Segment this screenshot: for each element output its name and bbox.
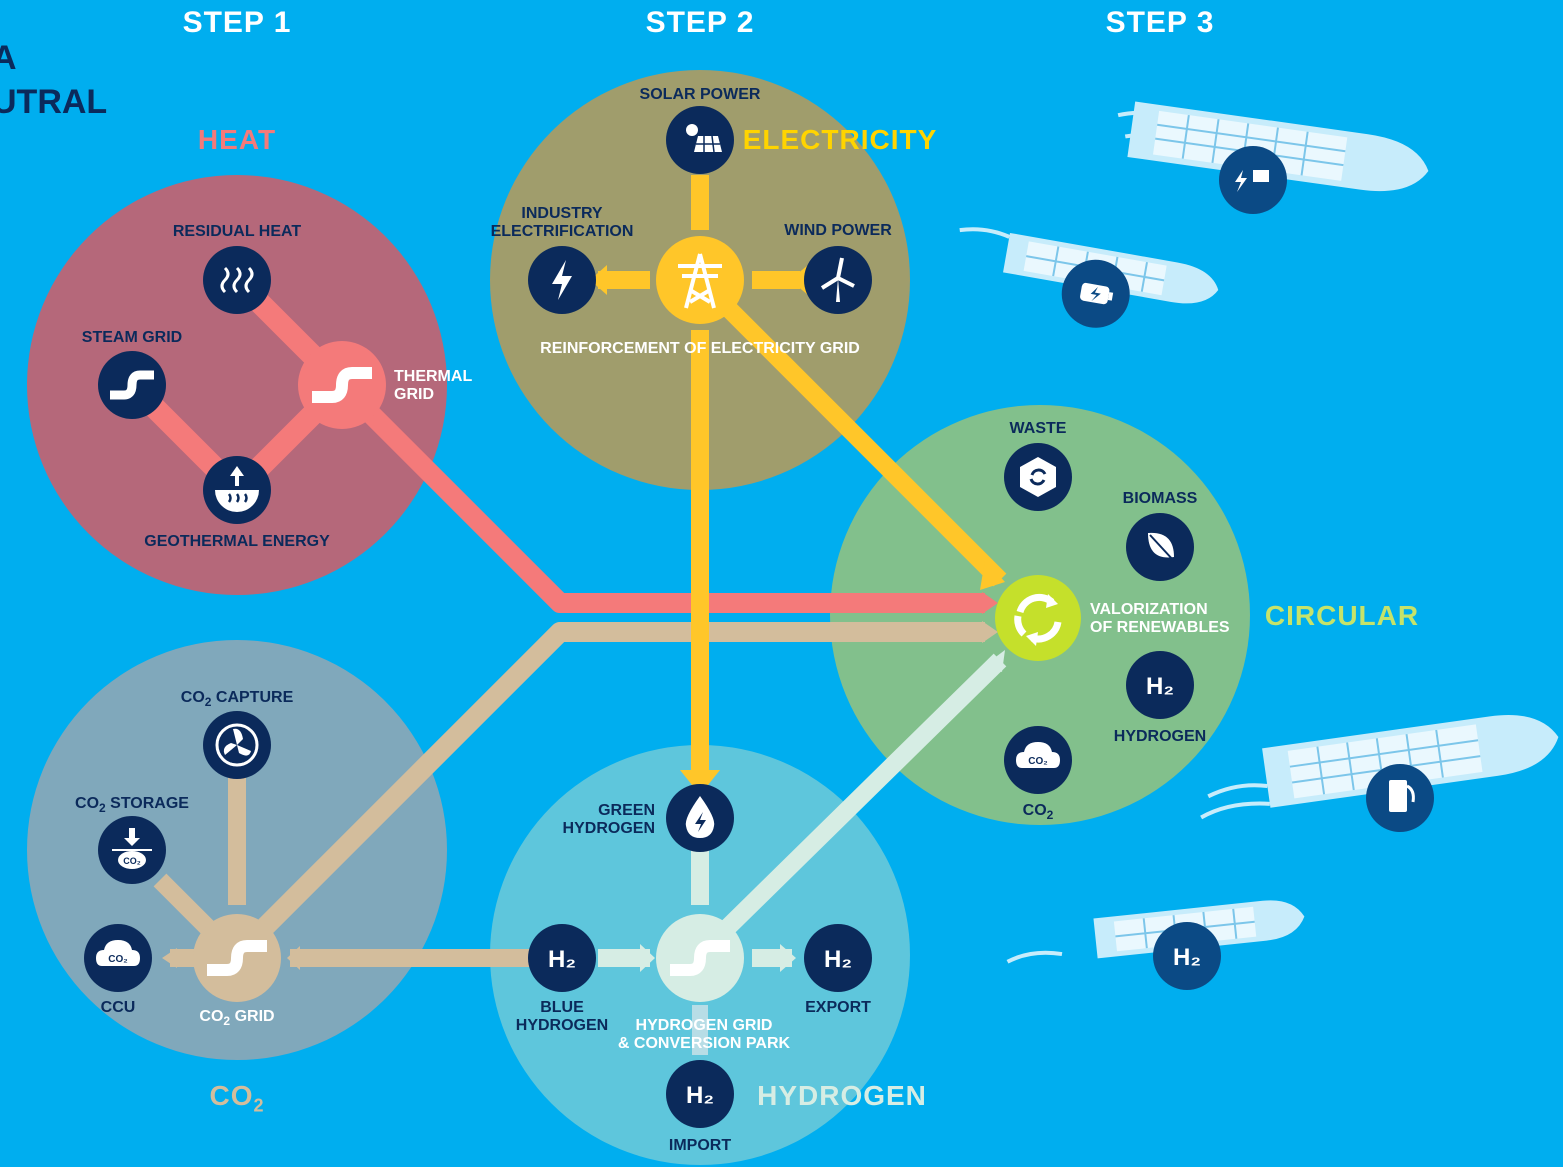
co2-grid-label: CO2 GRID bbox=[199, 1008, 275, 1029]
green-hydrogen-label: GREEN HYDROGEN bbox=[555, 802, 655, 838]
header-partial-title: A UTRAL bbox=[0, 36, 107, 124]
hydrogen-grid-icon bbox=[656, 914, 744, 1002]
steam-grid-icon bbox=[98, 351, 166, 419]
co2-storage-icon: CO₂ bbox=[98, 816, 166, 884]
waste-label: WASTE bbox=[1009, 420, 1067, 437]
thermal-grid-line-1: THERMAL bbox=[394, 368, 473, 385]
co2-title: CO2 bbox=[209, 1080, 265, 1116]
electricity-arrow-right-in bbox=[790, 265, 808, 295]
co2-cloud-icon: CO₂ bbox=[1004, 726, 1072, 794]
industry-electrification-line-2: ELECTRIFICATION bbox=[490, 223, 634, 240]
recycle-box-icon bbox=[1004, 443, 1072, 511]
blue-hydrogen-h2-icon: H₂ bbox=[528, 924, 596, 992]
step-3-label: STEP 3 bbox=[1105, 6, 1215, 39]
ship-fuel-icon bbox=[1200, 714, 1559, 832]
recycle-arrows-icon bbox=[995, 575, 1081, 661]
lightning-icon bbox=[528, 246, 596, 314]
h2-icon: H₂ bbox=[1126, 651, 1194, 719]
svg-text:H₂: H₂ bbox=[686, 1082, 714, 1109]
hydrogen-arrow-left bbox=[640, 944, 655, 972]
electricity-arrow-down bbox=[680, 770, 720, 795]
water-drop-icon bbox=[666, 784, 734, 852]
blue-hydrogen-line-2: HYDROGEN bbox=[515, 1017, 609, 1034]
hydrogen-grid-line-1: HYDROGEN GRID bbox=[635, 1017, 773, 1034]
hydrogen-arrow-right bbox=[780, 944, 796, 972]
leaf-icon bbox=[1126, 513, 1194, 581]
hydrogen-grid-line-2: & CONVERSION PARK bbox=[617, 1035, 791, 1052]
green-hydrogen-line-1: GREEN bbox=[598, 802, 655, 819]
wind-label: WIND POWER bbox=[784, 222, 892, 239]
ship-hydrogen-icon: H₂ bbox=[1006, 900, 1305, 990]
electricity-arrow-left bbox=[590, 265, 607, 295]
solar-label: SOLAR POWER bbox=[639, 86, 761, 103]
ccu-label: CCU bbox=[100, 999, 136, 1016]
wind-turbine-icon bbox=[804, 246, 872, 314]
co2-circ-label: CO2 bbox=[1022, 802, 1054, 823]
export-label: EXPORT bbox=[805, 999, 871, 1016]
svg-text:CO₂: CO₂ bbox=[1028, 756, 1047, 767]
svg-text:CO₂: CO₂ bbox=[108, 954, 127, 965]
co2-arrow-right bbox=[287, 946, 300, 970]
svg-text:H₂: H₂ bbox=[548, 946, 576, 973]
hydrogen-arrow-valorization bbox=[985, 650, 1005, 672]
residual-heat-label: RESIDUAL HEAT bbox=[172, 223, 302, 240]
valorization-line-1: VALORIZATION bbox=[1090, 601, 1208, 618]
green-hydrogen-line-2: HYDROGEN bbox=[562, 820, 655, 837]
svg-text:CO₂: CO₂ bbox=[123, 856, 141, 866]
electricity-title: ELECTRICITY bbox=[742, 124, 938, 155]
step-1-label: STEP 1 bbox=[182, 6, 292, 39]
svg-text:H₂: H₂ bbox=[1146, 673, 1174, 700]
co2-storage-label: CO2 STORAGE bbox=[75, 795, 189, 816]
ccu-icon: CO₂ bbox=[84, 924, 152, 992]
co2-capture-label: CO2 CAPTURE bbox=[180, 689, 294, 710]
electricity-arrow-valorization bbox=[980, 560, 1005, 590]
biomass-label: BIOMASS bbox=[1122, 490, 1198, 507]
thermal-grid-line-2: GRID bbox=[394, 386, 434, 403]
valorization-line-2: OF RENEWABLES bbox=[1090, 619, 1230, 636]
industry-electrification-line-1: INDUSTRY bbox=[521, 205, 603, 222]
thermal-grid-label: THERMAL GRID bbox=[394, 368, 472, 404]
pylon-icon bbox=[656, 236, 744, 324]
header-partial-line-1: A bbox=[0, 39, 17, 77]
valorization-label: VALORIZATION OF RENEWABLES bbox=[1090, 601, 1230, 637]
export-h2-icon: H₂ bbox=[804, 924, 872, 992]
blue-hydrogen-line-1: BLUE bbox=[540, 999, 584, 1016]
heat-title: HEAT bbox=[197, 124, 277, 155]
geothermal-label: GEOTHERMAL ENERGY bbox=[144, 533, 330, 550]
circular-title: CIRCULAR bbox=[1264, 600, 1420, 631]
header-partial-line-2: UTRAL bbox=[0, 83, 108, 121]
ship-electric-icon bbox=[1117, 101, 1429, 214]
thermal-grid-icon bbox=[298, 341, 386, 429]
fan-icon bbox=[203, 711, 271, 779]
solar-panel-icon bbox=[666, 106, 734, 174]
steam-grid-label: STEAM GRID bbox=[81, 329, 183, 346]
heat-flow-line bbox=[334, 377, 985, 613]
residual-heat-icon bbox=[203, 246, 271, 314]
hydrogen-title: HYDROGEN bbox=[757, 1080, 927, 1111]
blue-hydrogen-label: BLUE HYDROGEN bbox=[516, 999, 608, 1035]
heat-arrow-valorization bbox=[982, 592, 998, 614]
hydrogen-grid-label: HYDROGEN GRID & CONVERSION PARK bbox=[618, 1017, 790, 1053]
step-2-label: STEP 2 bbox=[645, 6, 755, 39]
co2-arrow-valorization bbox=[982, 621, 998, 643]
ship-battery-icon bbox=[959, 227, 1219, 328]
svg-text:H₂: H₂ bbox=[824, 946, 852, 973]
import-label: IMPORT bbox=[668, 1137, 732, 1154]
hydrogen-circ-label: HYDROGEN bbox=[1113, 728, 1207, 745]
co2-arrow-left bbox=[162, 948, 177, 968]
svg-text:H₂: H₂ bbox=[1173, 944, 1201, 971]
industry-electrification-label: INDUSTRY ELECTRIFICATION bbox=[491, 205, 634, 241]
import-h2-icon: H₂ bbox=[666, 1060, 734, 1128]
geothermal-icon bbox=[203, 456, 271, 524]
heat-cluster bbox=[27, 175, 447, 595]
co2-grid-icon bbox=[193, 914, 281, 1002]
co2-flow-line bbox=[229, 622, 985, 963]
electricity-grid-label: REINFORCEMENT OF ELECTRICITY GRID bbox=[540, 340, 860, 357]
